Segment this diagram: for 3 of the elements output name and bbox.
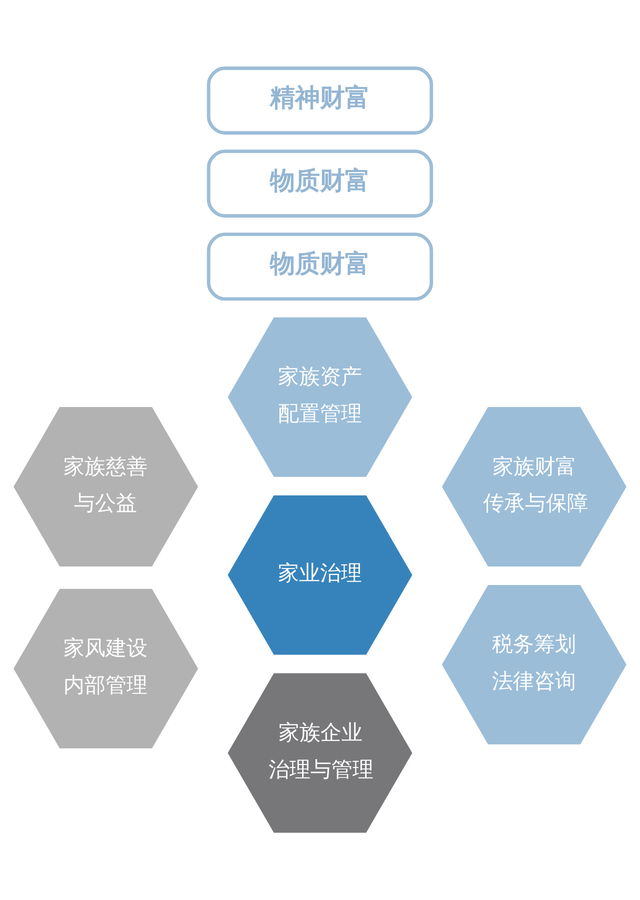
node-box: 物质财富	[206, 232, 434, 300]
node-box: 精神财富	[206, 66, 434, 134]
node-box: 物质财富	[206, 149, 434, 218]
